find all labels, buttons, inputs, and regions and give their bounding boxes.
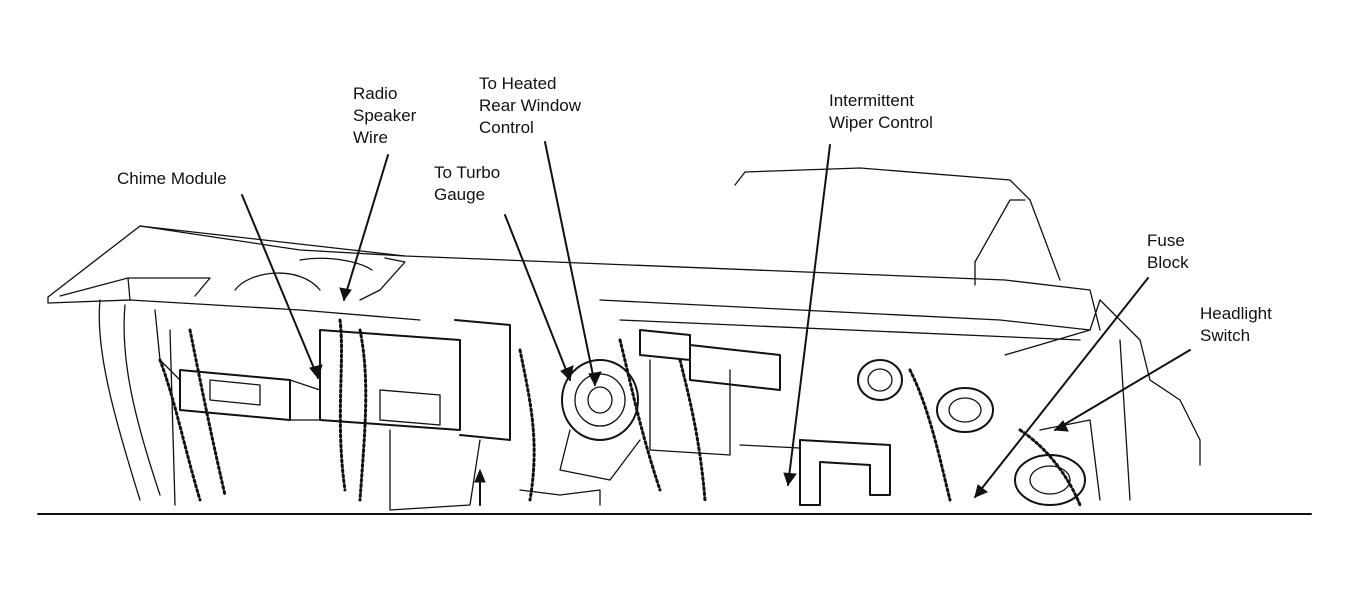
turbo-gauge-label: To Turbo Gauge bbox=[434, 163, 501, 204]
chime-module-arrowhead bbox=[309, 364, 323, 380]
left-bracket bbox=[98, 299, 181, 506]
bottom-center-arrowhead bbox=[474, 468, 486, 483]
fuse-block-leader bbox=[974, 277, 1149, 498]
leader-lines bbox=[241, 141, 1191, 506]
headlight-switch-label: Headlight Switch bbox=[1200, 304, 1272, 345]
dashboard-outline bbox=[47, 225, 1101, 341]
headlight-switch-arrowhead bbox=[1053, 420, 1069, 432]
chime-module-leader bbox=[241, 194, 319, 379]
heated-rear-window-arrowhead bbox=[588, 371, 602, 387]
headlight-switch-leader bbox=[1054, 349, 1191, 431]
radio-speaker-wire-leader bbox=[343, 154, 389, 301]
intermittent-wiper-leader bbox=[787, 144, 831, 486]
radio-speaker-wire-label: Radio Speaker Wire bbox=[353, 84, 417, 147]
right-components bbox=[857, 359, 1101, 506]
heated-rear-window-label: To Heated Rear Window Control bbox=[479, 74, 582, 137]
fuse-block-label: Fuse Block bbox=[1147, 231, 1189, 272]
fuse-block-arrowhead bbox=[974, 484, 988, 498]
turbo-gauge-arrowhead bbox=[560, 365, 574, 382]
connector-blocks bbox=[319, 319, 891, 511]
intermittent-wiper-arrowhead bbox=[783, 472, 797, 487]
heated-rear-window-leader bbox=[544, 141, 596, 386]
wiring-harness bbox=[158, 318, 1082, 507]
chime-module-label: Chime Module bbox=[117, 169, 227, 188]
intermittent-wiper-label: Intermittent Wiper Control bbox=[829, 91, 933, 132]
glovebox-outline bbox=[734, 167, 1201, 501]
turbo-gauge-connector bbox=[559, 359, 641, 481]
chime-module-box bbox=[179, 369, 321, 421]
turbo-gauge-leader bbox=[504, 214, 571, 381]
radio-speaker-wire-arrowhead bbox=[339, 287, 352, 302]
